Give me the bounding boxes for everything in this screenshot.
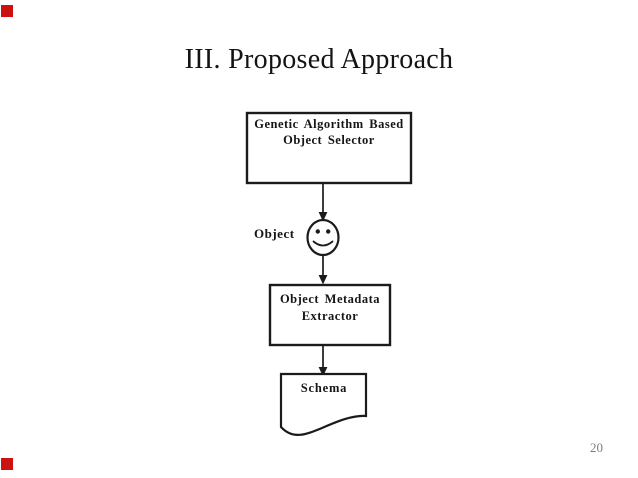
red-corner-marker-top-left: [1, 5, 13, 17]
red-corner-marker-bottom-left: [1, 458, 13, 470]
ga-selector-box: [245, 111, 413, 185]
smiley-mouth: [312, 240, 334, 247]
metadata-extractor-box: [268, 283, 392, 347]
object-label: Object: [254, 226, 295, 241]
metadata-extractor-box-label-line1: Object Metadata: [279, 292, 381, 306]
arrow-down-icon: [318, 275, 328, 285]
page-number: 20: [590, 440, 603, 455]
metadata-extractor-box-label: Object Metadata Extractor: [270, 291, 390, 324]
smiley-left-eye: [315, 229, 320, 234]
smiley-face-icon: [306, 218, 340, 257]
schema-label: Schema: [300, 381, 348, 395]
smiley-right-eye: [326, 229, 331, 234]
smiley-head: [306, 218, 340, 257]
arrow-down-icon: [318, 367, 328, 377]
ga-selector-box-label: Genetic Algorithm Based Object Selector: [247, 117, 411, 148]
slide-title: III. Proposed Approach: [184, 44, 454, 75]
schema-document-shape: [279, 372, 368, 436]
ga-selector-box-label-line2: Object Selector: [283, 132, 375, 147]
arrow-down-icon: [318, 212, 328, 222]
metadata-extractor-box-label-line2: Extractor: [301, 308, 359, 323]
ga-selector-box-label-line1: Genetic Algorithm Based: [254, 117, 404, 131]
